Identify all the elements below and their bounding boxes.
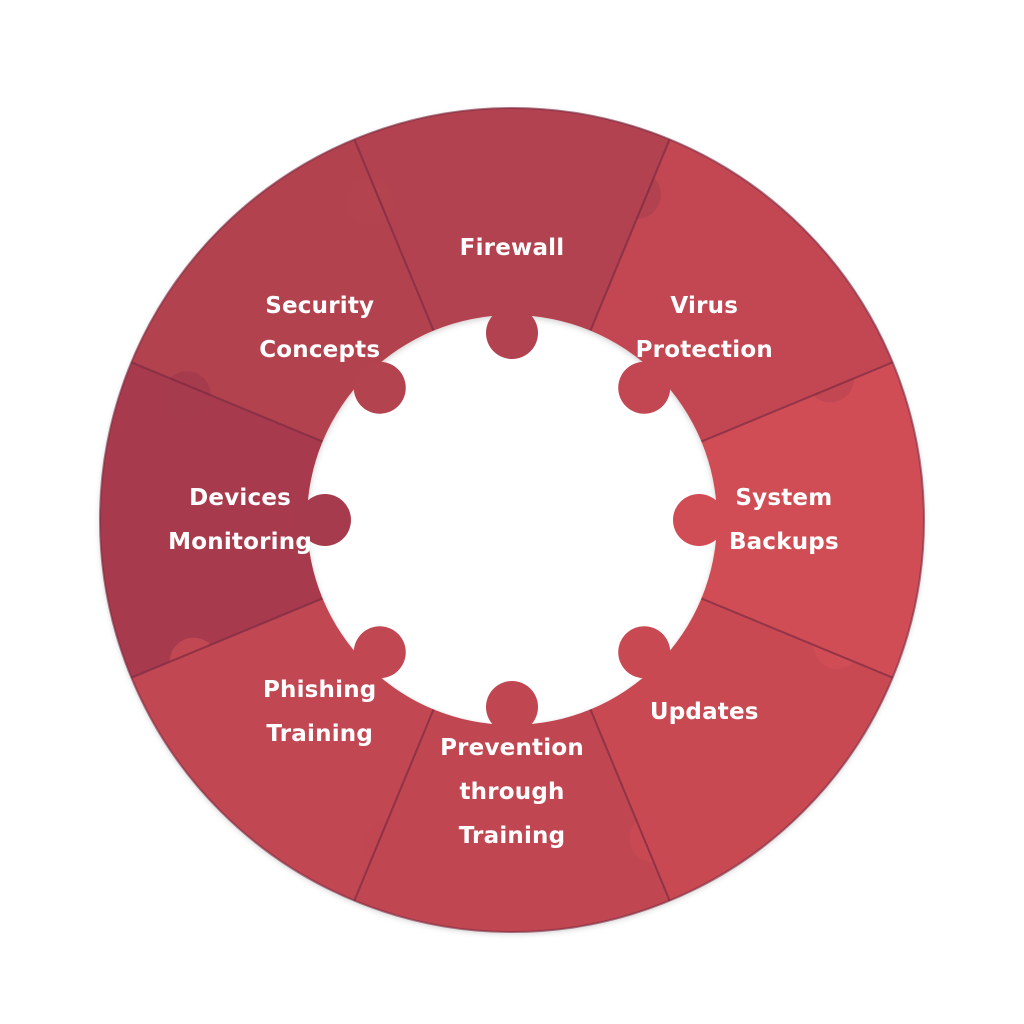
seam-line-2 <box>701 597 894 679</box>
seam-line-1 <box>701 361 894 443</box>
puzzle-piece-4 <box>354 709 670 932</box>
segment-label-security-concepts: Security Concepts <box>259 292 381 363</box>
seam-knob-6 <box>162 371 211 420</box>
seam-knob-4 <box>363 821 412 870</box>
seam-knob-7 <box>346 177 395 226</box>
seam-knob-2 <box>813 620 862 669</box>
segment-label-system-backups: System Backups <box>728 485 839 555</box>
seam-line-6 <box>130 361 323 443</box>
seam-line-3 <box>589 709 671 902</box>
outer-rim <box>99 107 925 933</box>
inner-knob-4 <box>486 681 538 733</box>
segment-label-devices-monitoring: Devices Monitoring <box>168 485 312 555</box>
puzzle-knobs <box>162 170 862 870</box>
inner-knob-7 <box>353 361 406 414</box>
seam-knob-5 <box>169 637 218 686</box>
segment-label-prevention-through-training: Prevention through Training <box>440 734 584 849</box>
inner-knob-5 <box>353 626 406 679</box>
puzzle-piece-6 <box>99 362 323 678</box>
inner-knob-1 <box>618 361 671 414</box>
segment-label-virus-protection: Virus Protection <box>635 292 773 363</box>
segment-label-phishing-training: Phishing Training <box>262 677 377 748</box>
puzzle-piece-0 <box>354 107 670 331</box>
seam-knob-0 <box>612 170 661 219</box>
seam-knob-1 <box>806 354 855 403</box>
seam-line-0 <box>589 138 671 331</box>
segment-label-updates: Updates <box>649 699 759 726</box>
seam-knob-3 <box>629 814 678 863</box>
puzzle-seams <box>99 107 925 933</box>
seam-line-5 <box>130 597 323 679</box>
inner-knob-2 <box>673 494 725 546</box>
inner-knob-0 <box>486 307 538 359</box>
seam-line-4 <box>353 709 435 902</box>
puzzle-piece-2 <box>701 362 924 678</box>
inner-knob-3 <box>618 626 671 679</box>
seam-line-7 <box>353 138 435 331</box>
inner-knob-6 <box>299 494 351 546</box>
segment-label-firewall: Firewall <box>459 235 565 262</box>
